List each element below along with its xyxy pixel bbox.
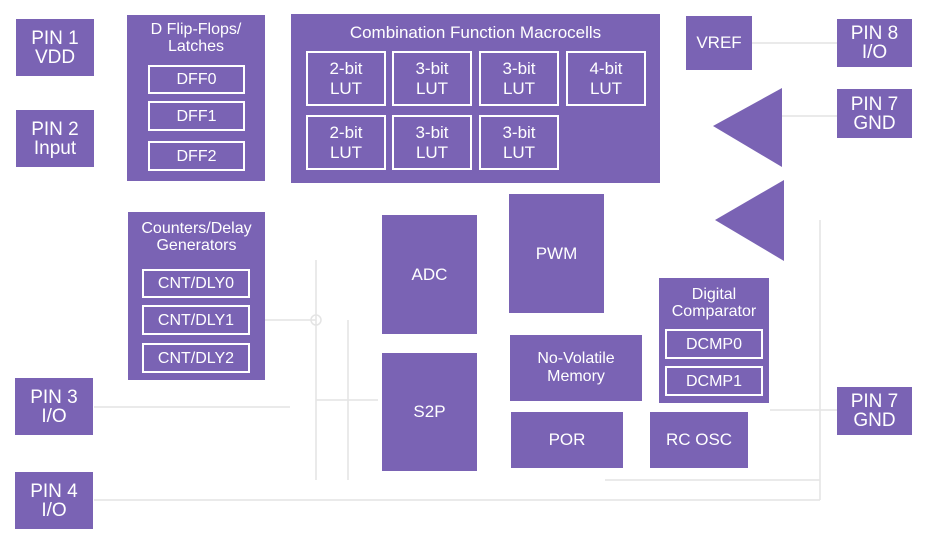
cnt-title-line2: Generators [156, 237, 237, 254]
por-label: POR [548, 430, 586, 449]
lut-4-type: LUT [589, 78, 623, 98]
lut-3-type: LUT [502, 78, 536, 98]
vref-label: VREF [696, 33, 742, 52]
adc-label: ADC [411, 264, 448, 284]
dff0-label: DFF0 [176, 71, 217, 88]
cnt-title-line1: Counters/Delay [141, 220, 252, 237]
cmf-title: Combination Function Macrocells [349, 23, 602, 42]
pin3-number: PIN 3 [30, 386, 78, 408]
lut-3-size: 3-bit [502, 58, 536, 78]
pin1-label: PIN 1 VDD [16, 19, 94, 76]
pwm-block: PWM [509, 194, 604, 313]
pin1-function: VDD [34, 46, 76, 68]
dff-title: D Flip-Flops/ Latches [127, 21, 265, 55]
pin8-number: PIN 8 [850, 23, 899, 44]
dcmp-block: Digital Comparator DCMP0 DCMP1 [659, 278, 769, 403]
lut-4-size: 4-bit [589, 58, 623, 78]
lut-5-type: LUT [329, 142, 363, 162]
dff1-cell: DFF1 [148, 101, 245, 131]
rcosc-label: RC OSC [665, 430, 733, 449]
nvm-label-line1: No-Volatile [537, 350, 615, 367]
vref-block: VREF [686, 16, 752, 70]
dcmp-title-line2: Comparator [671, 303, 757, 320]
pin8-label: PIN 8 I/O [837, 19, 912, 67]
pin4-function: I/O [41, 499, 67, 521]
pin3-function: I/O [41, 405, 67, 427]
dcmp-title-line1: Digital [691, 286, 737, 303]
lut-5-size: 2-bit [329, 122, 363, 142]
dcmp0-cell: DCMP0 [665, 329, 763, 359]
dff-title-line1: D Flip-Flops/ [150, 21, 242, 38]
dcmp1-label: DCMP1 [685, 372, 742, 390]
s2p-label: S2P [413, 402, 446, 421]
pin7-bottom-number: PIN 7 [850, 391, 899, 412]
lut-6-size: 3-bit [415, 122, 449, 142]
pin7-top-function: GND [853, 112, 896, 134]
lut-7-size: 3-bit [502, 122, 536, 142]
dff2-cell: DFF2 [148, 141, 245, 171]
rcosc-block: RC OSC [650, 412, 748, 468]
cnt2-cell: CNT/DLY2 [142, 343, 250, 373]
analog-comparator-0-icon [713, 88, 782, 167]
s2p-block: S2P [382, 353, 477, 471]
dcmp1-cell: DCMP1 [665, 366, 763, 396]
pin7-top-number: PIN 7 [850, 93, 899, 115]
por-block: POR [511, 412, 623, 468]
analog-comparator-1-icon [715, 180, 784, 261]
dff-block: D Flip-Flops/ Latches DFF0 DFF1 DFF2 [127, 15, 265, 181]
pin7-bottom-label: PIN 7 GND [837, 387, 912, 435]
pin4-label: PIN 4 I/O [15, 472, 93, 529]
dcmp0-label: DCMP0 [685, 335, 742, 353]
cnt0-label: CNT/DLY0 [157, 275, 235, 292]
adc-block: ADC [382, 215, 477, 334]
dff2-label: DFF2 [176, 147, 217, 165]
dff1-label: DFF1 [176, 107, 217, 125]
cnt1-cell: CNT/DLY1 [142, 305, 250, 335]
dff-title-line2: Latches [167, 38, 225, 55]
pwm-label: PWM [535, 243, 578, 263]
lut-1-size: 2-bit [329, 58, 363, 78]
cnt0-cell: CNT/DLY0 [142, 269, 250, 298]
pin7-top-label: PIN 7 GND [837, 89, 912, 138]
lut-7-type: LUT [502, 142, 536, 162]
lut-2-size: 3-bit [415, 58, 449, 78]
pin3-label: PIN 3 I/O [15, 378, 93, 435]
dcmp-title: Digital Comparator [659, 286, 769, 320]
pin2-function: Input [33, 137, 77, 159]
pin2-label: PIN 2 Input [16, 110, 94, 167]
pin7-bottom-function: GND [853, 410, 896, 431]
dff0-cell: DFF0 [148, 65, 245, 94]
pin1-number: PIN 1 [31, 27, 79, 49]
lut-6-type: LUT [415, 142, 449, 162]
cnt-block: Counters/Delay Generators CNT/DLY0 CNT/D… [128, 212, 265, 380]
cnt2-label: CNT/DLY2 [157, 349, 235, 367]
nvm-label-line2: Memory [547, 368, 605, 385]
nvm-block: No-Volatile Memory [510, 335, 642, 401]
pin2-number: PIN 2 [31, 118, 79, 140]
cnt-title: Counters/Delay Generators [128, 220, 265, 254]
lut-1-type: LUT [329, 78, 363, 98]
lut-2-type: LUT [415, 78, 449, 98]
pin8-function: I/O [861, 42, 888, 63]
cnt1-label: CNT/DLY1 [157, 311, 235, 329]
pin4-number: PIN 4 [30, 480, 78, 502]
